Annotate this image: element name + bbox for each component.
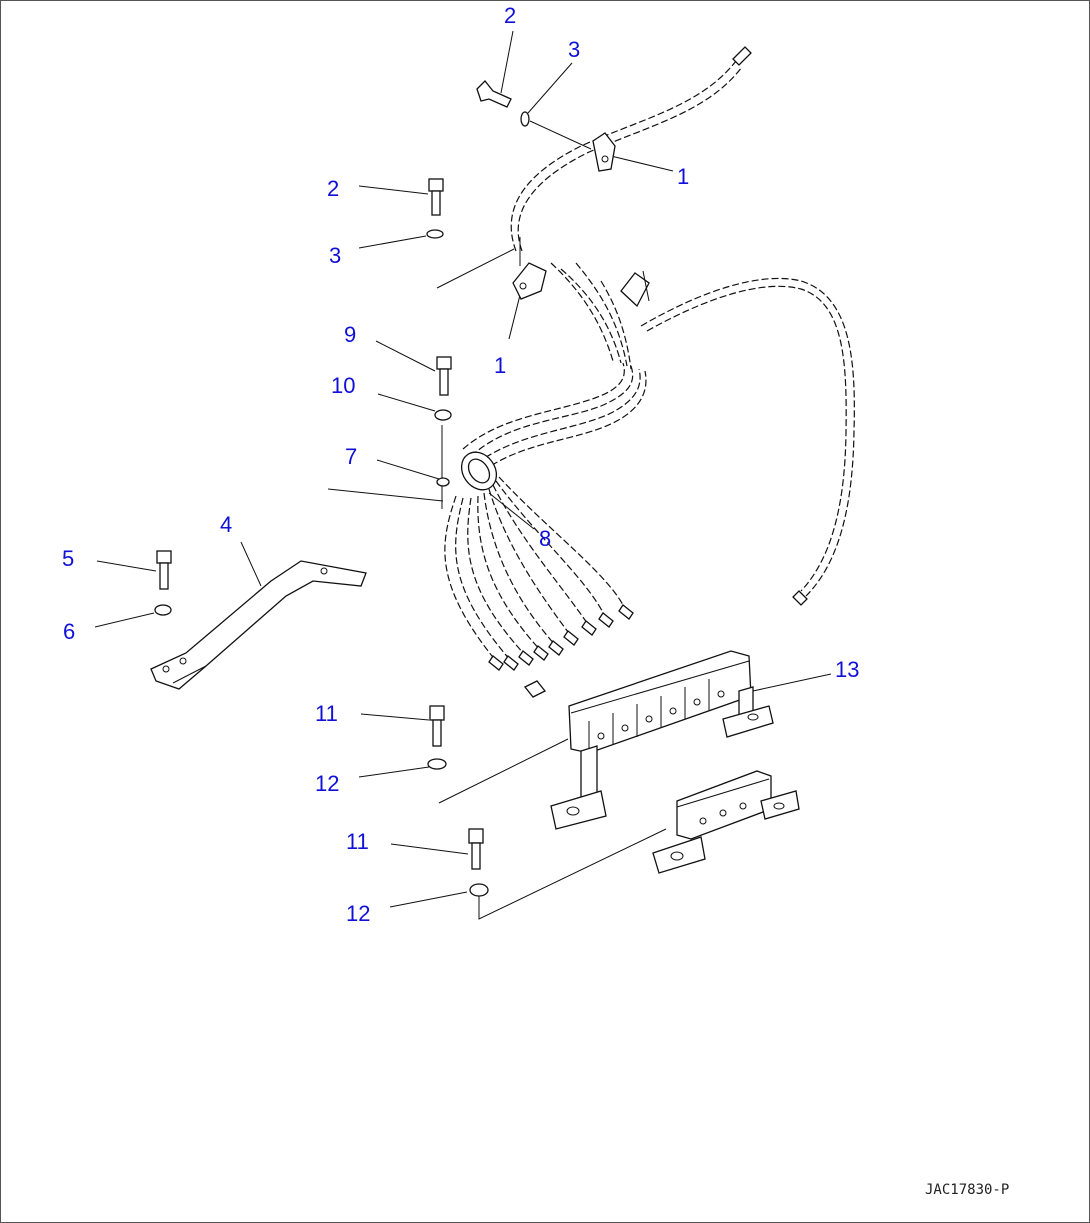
washer-part-12-lower (469, 883, 489, 897)
lower-bracket (652, 770, 800, 874)
callout-11: 11 (315, 701, 338, 726)
main-hose-bundle (462, 362, 647, 472)
callout-2: 2 (327, 176, 339, 201)
drawing-reference: JAC17830-P (925, 1182, 1009, 1198)
callout-5: 5 (62, 546, 74, 571)
assembly-lines (327, 120, 667, 920)
washer-part-10 (434, 409, 452, 421)
callout-7: 7 (345, 444, 357, 469)
leader-lines (94, 30, 832, 908)
bolt-part-5 (156, 550, 172, 590)
callout-10: 10 (331, 373, 355, 398)
callout-12: 12 (346, 901, 370, 926)
washer-part-3-upper (520, 111, 530, 127)
callout-9: 9 (344, 322, 356, 347)
callout-8: 8 (539, 526, 551, 551)
bracket-part-4 (150, 560, 367, 690)
callout-11: 11 (346, 829, 369, 854)
washer-part-6 (154, 604, 172, 616)
grommet-part (436, 451, 498, 491)
hose-branches (550, 262, 650, 370)
upper-hose (510, 46, 752, 252)
callout-13: 13 (835, 657, 859, 682)
callout-2: 2 (504, 3, 516, 28)
callout-3: 3 (329, 243, 341, 268)
callout-1: 1 (494, 353, 506, 378)
bolt-part-2-upper (476, 80, 512, 108)
washer-part-3 (426, 229, 444, 239)
callout-4: 4 (220, 512, 232, 537)
fanned-hoses (444, 476, 634, 671)
clamp-part-lower (512, 262, 547, 300)
bolt-part-2 (428, 178, 444, 216)
bolt-part-11-lower (468, 828, 484, 870)
right-hose (640, 277, 855, 606)
callout-labels: 2 3 1 2 3 1 9 10 7 8 4 5 6 13 11 12 11 1… (62, 3, 859, 926)
clamp-part-upper (592, 132, 616, 172)
valve-bracket-part-13 (523, 650, 774, 830)
bolt-part-11-upper (429, 705, 445, 747)
bolt-part-9 (436, 356, 452, 396)
callout-6: 6 (63, 619, 75, 644)
callout-12: 12 (315, 771, 339, 796)
washer-part-12-upper (427, 758, 447, 770)
callout-3: 3 (568, 37, 580, 62)
callout-1: 1 (677, 164, 689, 189)
